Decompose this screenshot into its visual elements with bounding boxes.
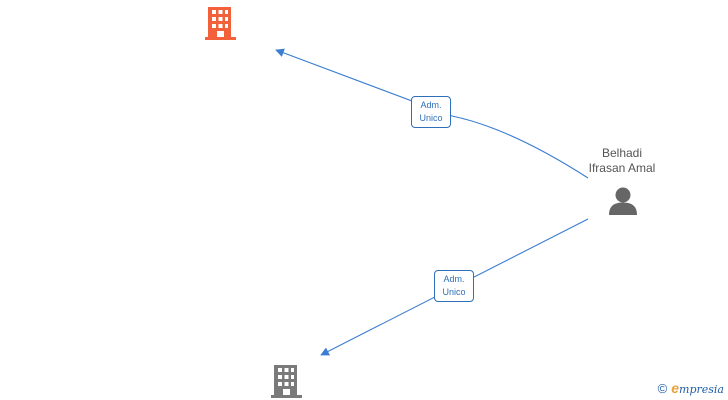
building-icon[interactable]: [271, 365, 302, 398]
relation-label-line1: Adm.: [443, 274, 465, 284]
edge-to-company-top: [275, 48, 589, 179]
brand-first-letter: e: [671, 380, 680, 396]
person-name-line1: Belhadi: [601, 146, 643, 160]
building-icon[interactable]: [205, 7, 236, 40]
relation-label-top: Adm. Unico: [411, 96, 451, 128]
person-name-line2: Ifrasan Amal: [588, 161, 656, 175]
brand-watermark: © empresia: [658, 380, 724, 396]
brand-name: empresia: [671, 380, 724, 396]
relation-label-bottom: Adm. Unico: [434, 270, 474, 302]
brand-rest: mpresia: [679, 383, 724, 396]
person-icon[interactable]: [609, 187, 637, 216]
relation-label-line2: Unico: [419, 113, 443, 123]
relation-label-line1: Adm.: [420, 100, 442, 110]
copyright-icon: ©: [657, 380, 668, 396]
person-name[interactable]: Belhadi Ifrasan Amal: [560, 146, 684, 176]
relation-label-line2: Unico: [442, 287, 466, 297]
